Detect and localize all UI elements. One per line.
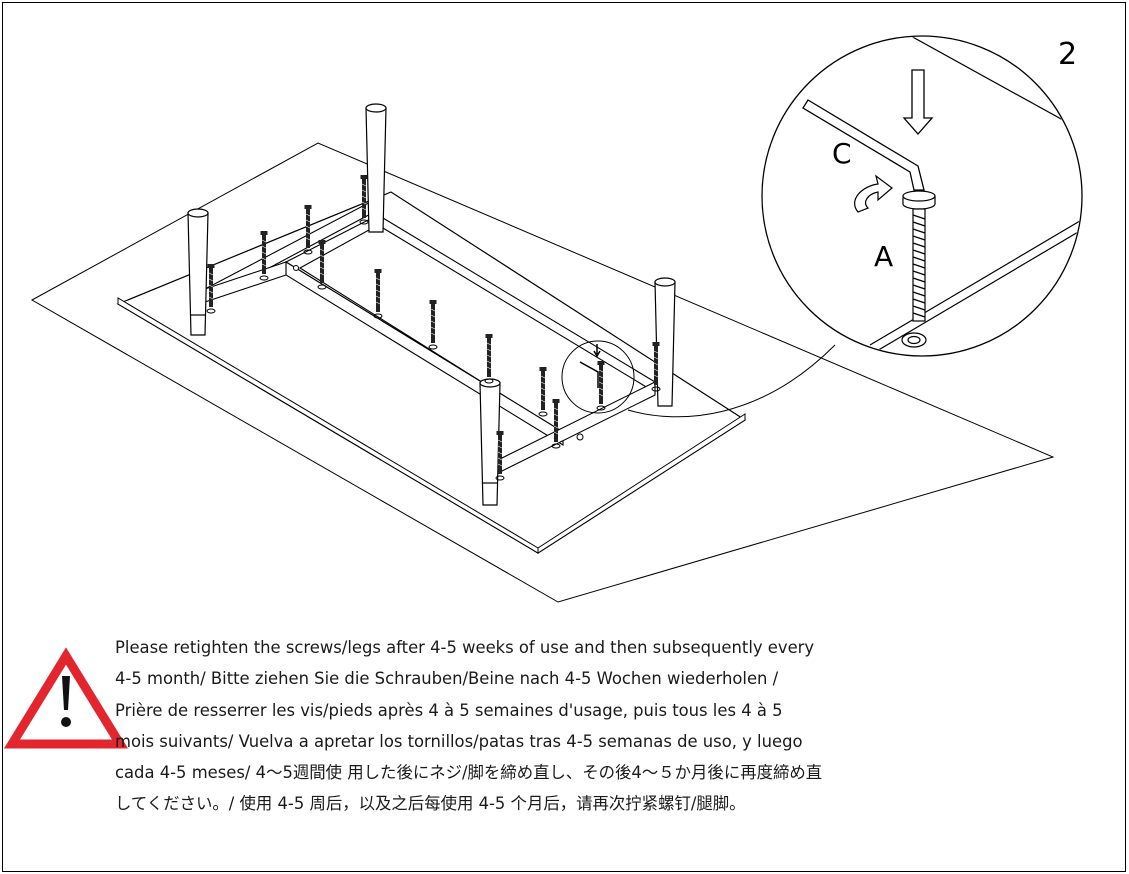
detail-callout [761,35,1083,357]
detail-connector [627,344,836,418]
rotate-arrow-icon [854,174,893,213]
notice-line: Prière de resserrer les vis/pieds après … [115,700,783,720]
leg-front-right [479,378,501,506]
floor-outline [30,142,1055,603]
notice-line: mois suivants/ Vuelva a apretar los torn… [115,731,803,751]
cam-hole [576,433,584,441]
small-wrench-icon [579,344,601,388]
allen-key-icon [802,99,925,191]
screw-icon [912,208,926,322]
table-legs [187,103,676,506]
retighten-notice: Please retighten the screws/legs after 4… [115,632,1115,820]
tabletop [116,191,747,554]
label-tool-c: C [832,137,852,170]
label-screw-a: A [874,240,894,273]
washer-icon [902,190,936,210]
detail-marker [561,340,635,414]
warning-triangle-icon [3,647,129,749]
leg-front-left [187,208,209,336]
notice-line: cada 4-5 meses/ 4〜5週間使 用した後にネジ/脚を締め直し、その… [115,763,823,783]
push-down-arrow-icon [902,69,934,135]
leg-back-left [365,103,387,233]
notice-line: 4-5 month/ Bitte ziehen Sie die Schraube… [115,669,779,689]
notice-line: Please retighten the screws/legs after 4… [115,638,815,657]
cam-hole [293,265,299,271]
step-number: 2 [1058,37,1078,72]
notice-line: してください。/ 使用 4-5 周后，以及之后每使用 4-5 个月后，请再次拧紧… [115,794,746,814]
